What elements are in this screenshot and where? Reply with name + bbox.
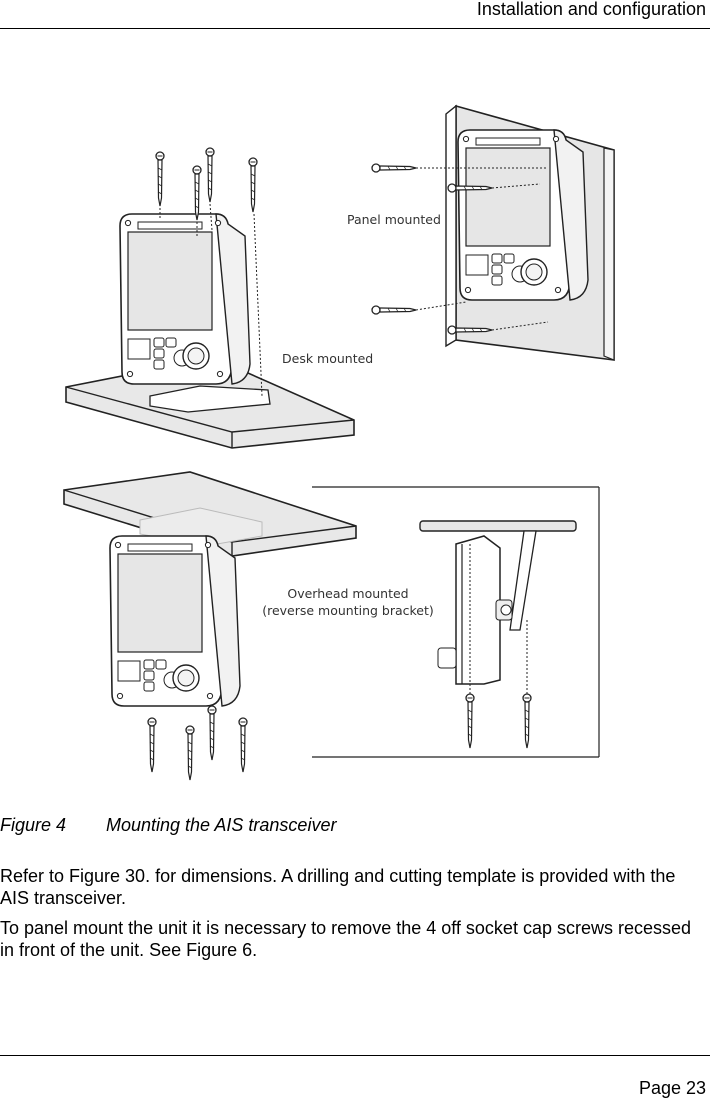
body-paragraph-2: To panel mount the unit it is necessary … bbox=[0, 918, 692, 960]
overhead-mounted-sublabel: (reverse mounting bracket) bbox=[262, 603, 434, 618]
page-number: Page 23 bbox=[638, 1078, 706, 1098]
overhead-mounted-label: Overhead mounted bbox=[287, 586, 408, 601]
figure-number: Figure 4 bbox=[0, 815, 67, 835]
desk-mounted-label: Desk mounted bbox=[282, 351, 373, 366]
header-rule bbox=[0, 28, 710, 29]
figure-caption-text: Mounting the AIS transceiver bbox=[106, 815, 337, 835]
figure-caption: Figure 4 Mounting the AIS transceiver bbox=[0, 815, 336, 836]
footer-rule bbox=[0, 1055, 710, 1056]
mounting-figure: Desk mounted Panel mounted bbox=[0, 90, 710, 790]
body-paragraph-1: Refer to Figure 30. for dimensions. A dr… bbox=[0, 866, 676, 908]
running-header: Installation and configuration bbox=[476, 0, 706, 19]
panel-mounted-label: Panel mounted bbox=[347, 212, 441, 227]
